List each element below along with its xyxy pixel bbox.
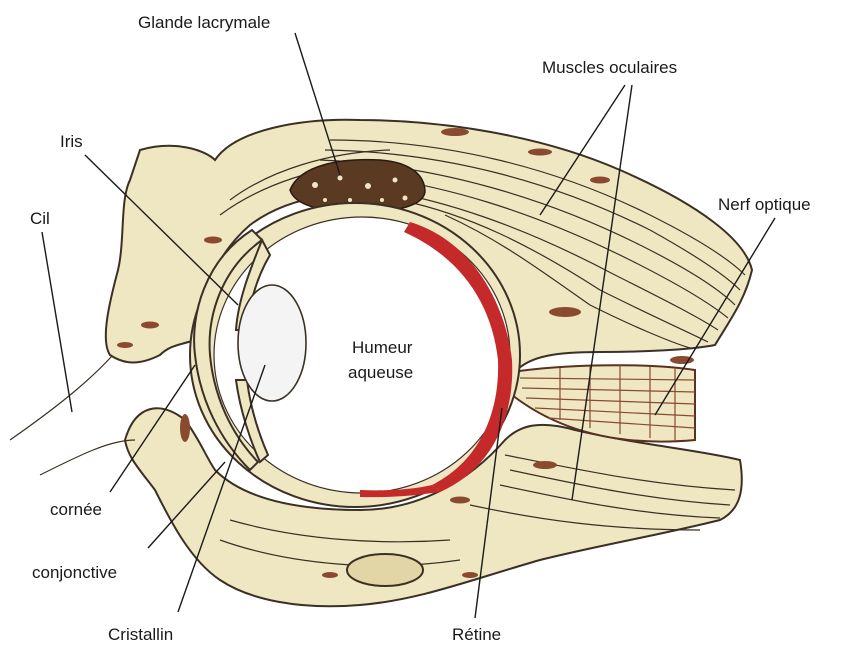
label-cornee: cornée [50,500,102,519]
label-glande-lacrymale: Glande lacrymale [138,13,270,32]
label-humeur-aqueuse-line2: aqueuse [348,363,413,382]
leader-cil [42,232,72,412]
lower-muscle-bundle [347,554,423,586]
label-cristallin: Cristallin [108,625,173,644]
label-conjonctive: conjonctive [32,563,117,582]
label-cil: Cil [30,209,50,228]
crystalline-lens [238,285,306,401]
label-retine: Rétine [452,625,501,644]
label-nerf-optique: Nerf optique [718,195,811,214]
eyelash-lower [40,440,135,475]
label-humeur-aqueuse-line1: Humeur [352,338,413,357]
label-iris: Iris [60,132,83,151]
eyelash-upper [10,356,112,440]
label-muscles-oculaires: Muscles oculaires [542,58,677,77]
